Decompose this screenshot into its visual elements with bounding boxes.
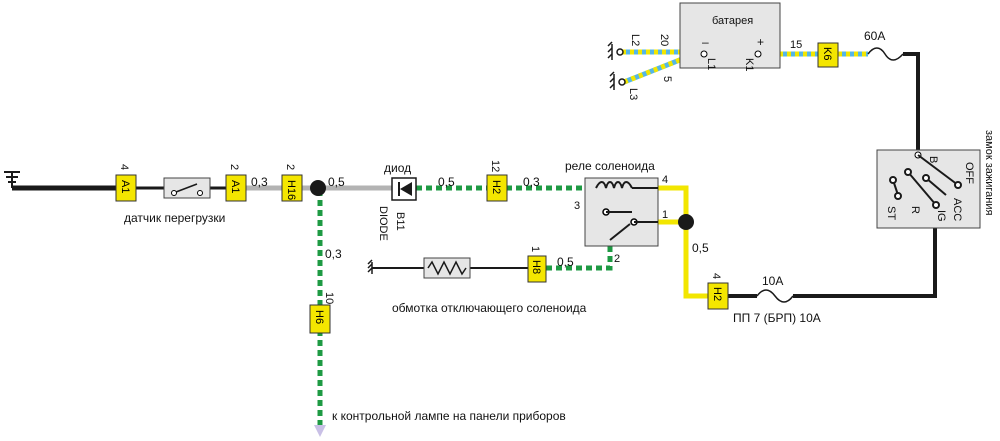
- connector-h6: H6 10: [309, 292, 335, 334]
- fuse-pp7-label: ПП 7 (БРП) 10А: [733, 311, 821, 325]
- h16-pin: 2: [284, 164, 296, 170]
- wire-size-5: 0,3: [325, 247, 342, 261]
- wire-size-1: 0,3: [251, 175, 268, 189]
- wire-size-2: 0,5: [328, 175, 345, 189]
- connector-h8: H8 1: [527, 246, 547, 283]
- diode: диод B11 DIODE: [377, 161, 417, 241]
- connector-h2-right: H2 4: [707, 273, 729, 310]
- ground-l2-label: L2: [629, 34, 641, 46]
- relay-pin-3: 3: [574, 200, 580, 212]
- solenoid-coil: обмотка отключающего соленоида: [392, 257, 587, 315]
- relay-pin-1: 1: [662, 209, 668, 221]
- ign-pos-ig: IG: [935, 210, 947, 222]
- svg-text:K6: K6: [821, 47, 833, 60]
- ground-l2-icon: [607, 41, 624, 60]
- svg-text:H2: H2: [490, 180, 502, 194]
- coil-label: обмотка отключающего соленоида: [392, 301, 587, 315]
- h2-right-pin: 4: [710, 273, 722, 279]
- battery-minus: –: [702, 35, 709, 49]
- h6-pin: 10: [323, 292, 335, 304]
- wire-green-relay-h8: [546, 246, 613, 271]
- wire-15-label: 15: [790, 39, 802, 51]
- fuse-10a-label: 10А: [762, 274, 783, 288]
- ground-l3-icon: [609, 71, 626, 90]
- connector-h2-left: H2 12: [486, 160, 508, 202]
- wire-yellow-relay: [658, 185, 708, 299]
- ign-pos-off: OFF: [963, 162, 975, 184]
- solenoid-relay: реле соленоида 4 3 1 2: [565, 159, 668, 265]
- wire-20-label: 20: [658, 34, 670, 46]
- battery-label: батарея: [712, 15, 753, 27]
- ground-left-icon: [4, 171, 20, 188]
- connector-a1-right: A1 2: [225, 164, 247, 202]
- h8-pin: 1: [529, 246, 541, 252]
- ign-pos-st: ST: [885, 206, 897, 220]
- svg-text:A1: A1: [229, 180, 241, 193]
- fuse-60a-label: 60А: [864, 29, 885, 43]
- battery-k1: K1: [743, 58, 755, 71]
- svg-text:H6: H6: [313, 310, 325, 324]
- wire-size-7: 0,5: [692, 241, 709, 255]
- a1-left-pin: 4: [118, 164, 130, 170]
- ign-pos-acc: ACC: [951, 198, 963, 221]
- junction-relay: [678, 214, 694, 230]
- connector-k6: K6: [817, 42, 839, 68]
- ignition-label: замок зажигания: [983, 130, 995, 215]
- svg-text:A1: A1: [119, 180, 131, 193]
- ground-l3-label: L3: [627, 88, 639, 100]
- battery-l1: L1: [705, 58, 717, 70]
- relay-label: реле соленоида: [565, 159, 655, 173]
- connector-a1-left: A1 4: [115, 164, 137, 202]
- wire-size-3: 0,5: [438, 175, 455, 189]
- diode-label: диод: [384, 161, 411, 175]
- overload-sensor-label: датчик перегрузки: [124, 211, 225, 225]
- wire-size-4: 0,3: [523, 175, 540, 189]
- relay-pin-4: 4: [662, 174, 668, 186]
- battery-plus: +: [757, 35, 764, 49]
- lamp-arrow-icon: [314, 425, 326, 437]
- wire-5-label: 5: [661, 76, 673, 82]
- battery: батарея – + L1 K1: [679, 2, 781, 71]
- h2-left-pin: 12: [489, 160, 501, 172]
- fuse-10a: 10А ПП 7 (БРП) 10А: [733, 274, 821, 325]
- svg-text:H16: H16: [285, 180, 297, 200]
- ign-pos-r: R: [909, 206, 921, 214]
- wire-size-6: 0,5: [557, 255, 574, 269]
- wire-fuse10-ignition: [793, 228, 937, 298]
- diode-alt: DIODE: [377, 206, 389, 241]
- relay-pin-2: 2: [614, 253, 620, 265]
- junction-left: [310, 180, 326, 196]
- a1-right-pin: 2: [228, 164, 240, 170]
- wire-battery-l3-stripe: [623, 49, 701, 85]
- svg-text:H8: H8: [530, 260, 542, 274]
- lamp-note: к контрольной лампе на панели приборов: [332, 409, 566, 423]
- ign-pos-b: B: [927, 156, 939, 163]
- wire-ignition-fuse60: [903, 52, 920, 150]
- diode-code: B11: [394, 212, 406, 231]
- connector-h16: H16 2: [281, 164, 303, 202]
- ignition-switch: замок зажигания B OFF ACC IG R ST: [876, 130, 995, 229]
- ground-coil-icon: [367, 259, 373, 274]
- fuse-60a: 60А: [864, 29, 904, 61]
- svg-text:H2: H2: [711, 287, 723, 301]
- overload-sensor: датчик перегрузки: [124, 177, 225, 225]
